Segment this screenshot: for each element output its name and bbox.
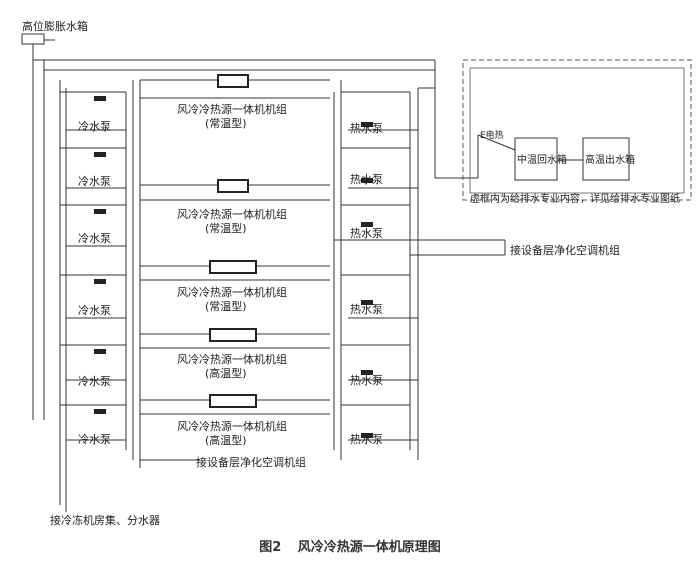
cold-pump-label: 冷水泵: [78, 304, 111, 317]
expansion-tank-label: 高位膨胀水箱: [22, 19, 88, 33]
mid-tank-label: 中温回水箱: [517, 153, 567, 166]
high-tank-box: [582, 137, 630, 181]
hot-pump-label: 热水泵: [350, 227, 383, 240]
unit-5-symbol: [209, 394, 257, 408]
hot-pump-label: 热水泵: [350, 433, 383, 446]
unit-label: 风冷冷热源一体机机组: [177, 352, 287, 366]
cold-pump-label: 冷水泵: [78, 375, 111, 388]
hot-pump-label: 热水泵: [350, 303, 383, 316]
hot-pump-label: 热水泵: [350, 173, 383, 186]
hot-pump-label: 热水泵: [350, 374, 383, 387]
unit-label: 风冷冷热源一体机机组: [177, 207, 287, 221]
dashed-box-note: 虚框内为给排水专业内容，详见给排水专业图纸: [470, 192, 680, 205]
unit-2-symbol: [217, 179, 249, 193]
cold-pump-label: 冷水泵: [78, 232, 111, 245]
hot-pump-label: 热水泵: [350, 122, 383, 135]
cold-pump-label: 冷水泵: [78, 175, 111, 188]
unit-label: 风冷冷热源一体机机组: [177, 285, 287, 299]
dashed-boundary: [462, 59, 692, 201]
unit-type: (常温型): [205, 299, 247, 313]
figure-number: 图2: [259, 540, 282, 555]
figure-caption: 图2 风冷冷热源一体机原理图: [0, 536, 700, 555]
unit-label: 风冷冷热源一体机机组: [177, 102, 287, 116]
unit-type: (常温型): [205, 221, 247, 235]
unit-1-symbol: [217, 74, 249, 88]
high-tank-label: 高温出水箱: [585, 153, 635, 166]
cold-pump-label: 冷水泵: [78, 433, 111, 446]
unit-3-symbol: [209, 260, 257, 274]
unit-type: (高温型): [205, 433, 247, 447]
expansion-tank: [21, 33, 45, 45]
connect-right-label: 接设备层净化空调机组: [510, 243, 620, 257]
cold-pump-label: 冷水泵: [78, 120, 111, 133]
connect-bottom-label: 接设备层净化空调机组: [196, 455, 306, 469]
unit-label: 风冷冷热源一体机机组: [177, 419, 287, 433]
unit-type: (常温型): [205, 116, 247, 130]
unit-4-symbol: [209, 328, 257, 342]
unit-type: (高温型): [205, 366, 247, 380]
figure-title: 风冷冷热源一体机原理图: [297, 540, 441, 555]
mid-tank-box: [514, 137, 558, 181]
connect-collector-label: 接冷冻机房集、分水器: [50, 513, 160, 527]
e-heater-label: E电热: [480, 129, 504, 141]
